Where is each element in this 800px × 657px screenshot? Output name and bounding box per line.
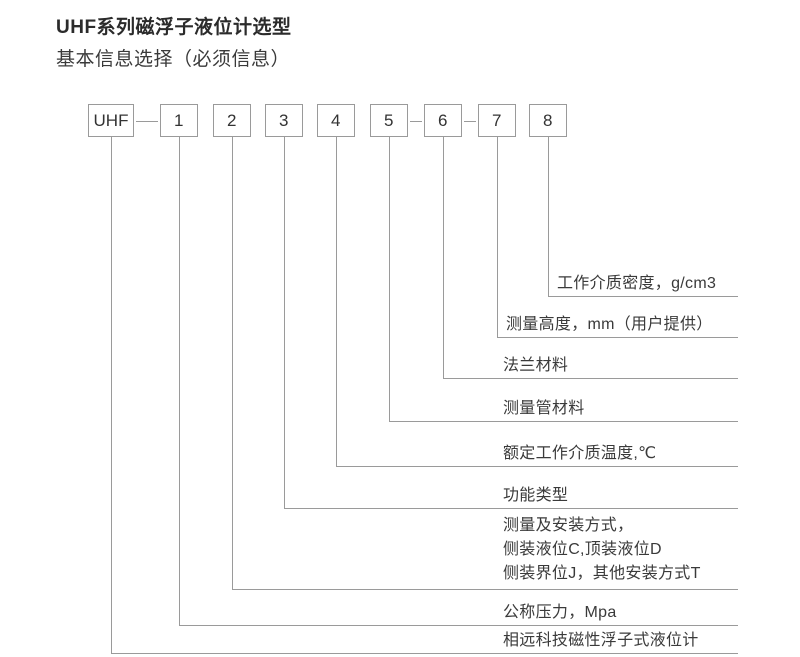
page-title: UHF系列磁浮子液位计选型 [56,17,292,38]
leader-hline-5 [389,421,738,422]
leader-vline-4 [336,137,337,466]
leader-vline-3 [284,137,285,508]
code-box-4[interactable]: 4 [317,104,355,137]
leader-hline-4 [336,466,738,467]
leader-hline-2 [232,589,738,590]
legend-label-6: 法兰材料 [503,357,569,374]
leader-hline-1 [179,625,738,626]
leader-hline-prefix [111,653,738,654]
legend-label-5: 测量管材料 [503,400,585,417]
code-box-2[interactable]: 2 [213,104,251,137]
code-box-8[interactable]: 8 [529,104,567,137]
code-box-1[interactable]: 1 [160,104,198,137]
leader-vline-8 [548,137,549,296]
leader-hline-7 [497,337,738,338]
code-box-7[interactable]: 7 [478,104,516,137]
separator-dash-prefix [136,121,158,122]
legend-label-2-line1: 测量及安装方式， [503,517,634,534]
legend-label-2-line2: 侧装液位C,顶装液位D [503,541,662,558]
legend-label-7: 测量高度，mm（用户提供） [506,316,713,333]
legend-label-1: 公称压力，Mpa [503,604,617,621]
leader-vline-2 [232,137,233,589]
code-box-6[interactable]: 6 [424,104,462,137]
code-box-3[interactable]: 3 [265,104,303,137]
leader-vline-1 [179,137,180,625]
code-box-5[interactable]: 5 [370,104,408,137]
separator-dash-6-7 [464,121,476,122]
leader-vline-7 [497,137,498,337]
legend-label-2: 测量及安装方式， 侧装液位C,顶装液位D 侧装界位J，其他安装方式T [503,514,701,586]
page-subtitle: 基本信息选择（必须信息） [56,49,291,70]
legend-label-3: 功能类型 [503,487,569,504]
leader-vline-6 [443,137,444,378]
code-box-prefix[interactable]: UHF [88,104,134,137]
leader-hline-8 [548,296,738,297]
legend-label-prefix: 相远科技磁性浮子式液位计 [503,632,699,649]
leader-hline-6 [443,378,738,379]
legend-label-2-line3: 侧装界位J，其他安装方式T [503,565,701,582]
leader-vline-prefix [111,137,112,653]
legend-label-4: 额定工作介质温度,℃ [503,445,657,462]
leader-vline-5 [389,137,390,421]
separator-dash-5-6 [410,121,422,122]
legend-label-8: 工作介质密度，g/cm3 [557,275,717,292]
leader-hline-3 [284,508,738,509]
